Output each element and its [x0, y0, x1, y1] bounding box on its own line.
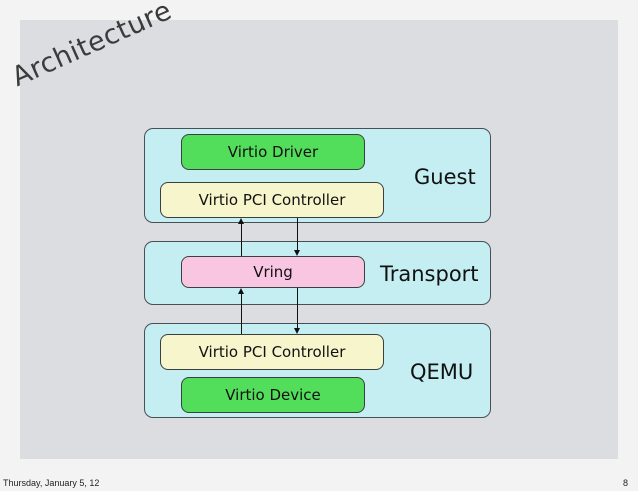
qemu-pci-controller-box: Virtio PCI Controller — [160, 334, 384, 370]
guest-label: Guest — [414, 165, 476, 189]
guest-pci-controller-box: Virtio PCI Controller — [160, 182, 384, 218]
footer-date: Thursday, January 5, 12 — [3, 478, 100, 488]
transport-label: Transport — [380, 262, 479, 286]
virtio-device-box: Virtio Device — [181, 377, 365, 413]
vring-box: Vring — [181, 256, 365, 288]
virtio-driver-box: Virtio Driver — [181, 134, 365, 170]
page-number: 8 — [622, 478, 628, 488]
qemu-label: QEMU — [410, 360, 474, 384]
